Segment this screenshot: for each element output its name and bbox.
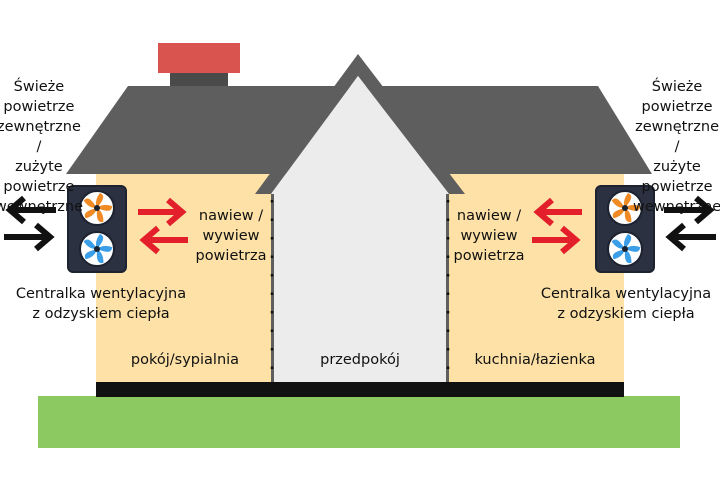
supply-exhaust-label-right: nawiew / wywiew powietrza [453,208,525,264]
double-arrow-icon [4,195,56,252]
room-label-hall: przedpokój [320,352,400,368]
ventilation-unit-right [595,185,655,273]
hall-edge-left [271,194,274,382]
foundation [96,381,624,397]
room-label-bedroom: pokój/sypialnia [130,352,240,368]
double-arrow-icon [138,197,188,255]
unit-label-right: Centralka wentylacyjna z odzyskiem ciepł… [540,286,712,322]
fan-icon [79,231,115,267]
chimney-cap [158,43,240,73]
wall-right [446,174,624,382]
outside-air-label-right: Świeże powietrze zewnętrzne / zużyte pow… [633,79,720,215]
fan-icon [607,231,643,267]
supply-exhaust-label-left: nawiew / wywiew powietrza [195,208,267,264]
outside-air-label-left: Świeże powietrze zewnętrzne / zużyte pow… [0,79,83,215]
unit-label-left: Centralka wentylacyjna z odzyskiem ciepł… [15,286,187,322]
room-label-kitchen-bathroom: kuchnia/łazienka [474,352,596,368]
double-arrow-icon [664,195,716,252]
hall-edge-right [446,194,449,382]
ventilation-unit-left [67,185,127,273]
ground [38,396,680,448]
hall-gable-roof [255,54,465,194]
fan-icon [79,190,115,226]
double-arrow-icon [532,197,582,255]
hall-wall [271,76,449,382]
